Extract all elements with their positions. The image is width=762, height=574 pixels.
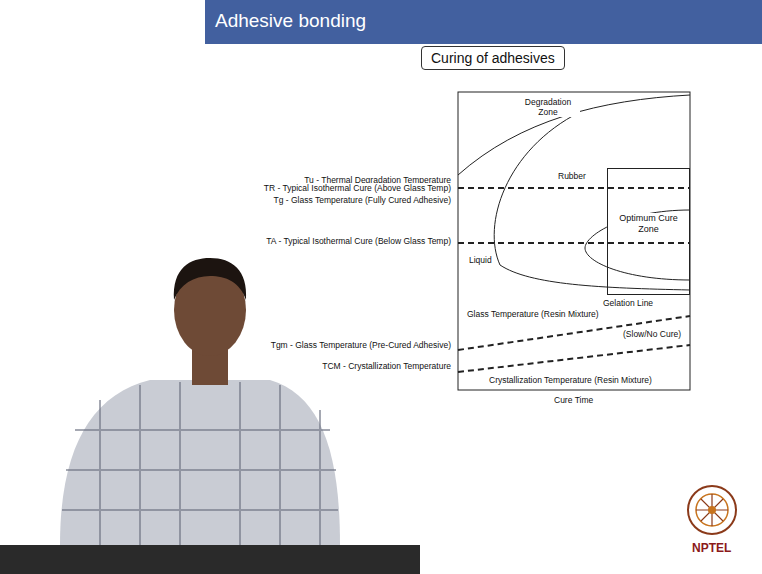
shirt (60, 380, 340, 545)
zone-label: (Slow/No Cure) (622, 329, 682, 339)
curve-label: Gelation Line (602, 298, 654, 308)
heading-box: Curing of adhesives (421, 46, 565, 70)
zone-label: Degradation Zone (516, 97, 580, 117)
zone-label: Rubber (557, 171, 587, 181)
check-lines (62, 430, 338, 510)
axis-label: Cure Time (553, 395, 594, 405)
cure-chart (458, 92, 690, 390)
optimum-zone-box: Optimum Cure Zone (607, 168, 690, 295)
curve-label: Glass Temperature (Resin Mixture) (466, 309, 600, 319)
degradation-curve (458, 95, 690, 175)
temperature-label: TR - Typical Isothermal Cure (Above Glas… (263, 183, 452, 193)
temperature-label: Tg - Glass Temperature (Fully Cured Adhe… (273, 195, 452, 205)
title-bar (205, 0, 762, 44)
tcm-dashed-line (458, 345, 690, 372)
emblem-ring (688, 486, 736, 534)
emblem-petals (696, 494, 728, 526)
box-text: Curing of adhesives (431, 50, 555, 66)
temperature-label: Tgm - Glass Temperature (Pre-Cured Adhes… (270, 340, 452, 350)
temperature-label: TCM - Crystallization Temperature (321, 361, 452, 371)
chart-frame (458, 92, 690, 390)
curve-label: Crystallization Temperature (Resin Mixtu… (488, 375, 653, 385)
zone-label: Liquid (468, 255, 493, 265)
emblem-inner (696, 494, 728, 526)
shirt-checks (62, 382, 338, 545)
vitrification-curve (585, 210, 690, 280)
gelation-curve (494, 112, 690, 290)
lecturer-figure (0, 258, 420, 574)
emblem-core (708, 506, 716, 514)
box-text: Optimum Cure Zone (608, 213, 689, 235)
logo-text: NPTEL (691, 541, 732, 555)
nptel-emblem (688, 486, 736, 534)
tgm-dashed-line (458, 316, 690, 350)
slide-title: Adhesive bonding (215, 10, 366, 32)
tr-dashed-line (458, 187, 690, 189)
temperature-label: TA - Typical Isothermal Cure (Below Glas… (265, 236, 452, 246)
lectern (0, 545, 420, 574)
hair (174, 258, 246, 300)
ta-dashed-line (458, 242, 690, 244)
check-lines (100, 382, 320, 545)
